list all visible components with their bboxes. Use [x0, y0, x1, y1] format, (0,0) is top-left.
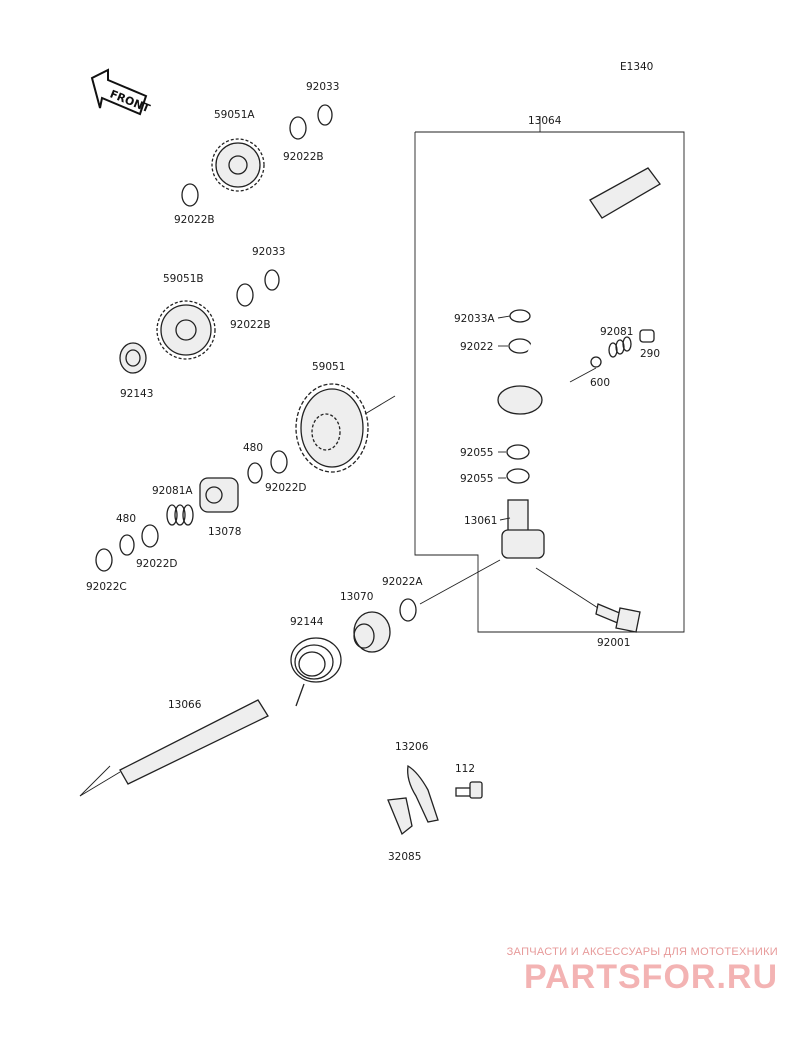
gear-59051B [156, 300, 216, 360]
label-92033-top: 92033 [306, 81, 339, 93]
label-92055-a: 92055 [460, 447, 493, 459]
label-59051: 59051 [312, 361, 345, 373]
label-92033-mid: 92033 [252, 246, 285, 258]
label-480-a: 480 [243, 442, 263, 454]
label-13078: 13078 [208, 526, 241, 538]
washers [95, 104, 532, 622]
label-112: 112 [455, 763, 475, 775]
label-92022B-b: 92022B [174, 214, 215, 226]
label-32085: 32085 [388, 851, 421, 863]
label-290: 290 [640, 348, 660, 360]
guide-13206 [407, 764, 439, 823]
shaft-13061 [501, 499, 545, 559]
label-92022D-b: 92022D [136, 558, 178, 570]
bolt-92001 [595, 603, 641, 633]
label-59051B: 59051B [163, 273, 204, 285]
spring-92081A [166, 504, 194, 526]
label-92022B-c: 92022B [230, 319, 271, 331]
label-92022B-a: 92022B [283, 151, 324, 163]
shaft-13066 [79, 699, 269, 797]
spring-92144 [290, 637, 342, 707]
leader-lines [364, 116, 612, 633]
watermark: ЗАПЧАСТИ И АКСЕССУАРЫ ДЛЯ МОТОТЕХНИКИ PA… [507, 946, 778, 994]
label-92001: 92001 [597, 637, 630, 649]
label-13206: 13206 [395, 741, 429, 753]
label-13066: 13066 [168, 699, 202, 711]
label-13061: 13061 [464, 515, 497, 527]
gear-59051 [295, 383, 369, 473]
label-92143: 92143 [120, 388, 153, 400]
label-92022D-a: 92022D [265, 482, 307, 494]
watermark-brand: PARTSFOR.RU [523, 958, 778, 996]
label-92144: 92144 [290, 616, 324, 628]
label-92055-b: 92055 [460, 473, 493, 485]
bearing-92143 [119, 342, 147, 374]
collar-13070 [353, 611, 391, 653]
part-labels: 92033 59051A 92022B 92022B 13064 92033 5… [86, 81, 660, 863]
diagram-code: E1340 [620, 61, 653, 73]
label-92022: 92022 [460, 341, 493, 353]
label-92022C: 92022C [86, 581, 127, 593]
detent-parts [590, 329, 655, 368]
assembly-frame [414, 131, 685, 633]
label-92081A: 92081A [152, 485, 193, 497]
label-600: 600 [590, 377, 610, 389]
label-92081-right: 92081 [600, 326, 633, 338]
kick-pedal-13064 [497, 167, 661, 415]
label-92033A: 92033A [454, 313, 495, 325]
ratchet-13078 [199, 477, 239, 513]
watermark-tagline: ЗАПЧАСТИ И АКСЕССУАРЫ ДЛЯ МОТОТЕХНИКИ [506, 946, 778, 958]
bolt-112 [455, 781, 483, 799]
front-arrow-icon: FRONT [90, 68, 152, 115]
label-480-b: 480 [116, 513, 136, 525]
gear-59051A [211, 138, 265, 192]
label-92022A: 92022A [382, 576, 423, 588]
plate-32085 [387, 797, 413, 836]
label-59051A: 59051A [214, 109, 255, 121]
label-13064: 13064 [528, 115, 562, 127]
label-13070: 13070 [340, 591, 373, 603]
